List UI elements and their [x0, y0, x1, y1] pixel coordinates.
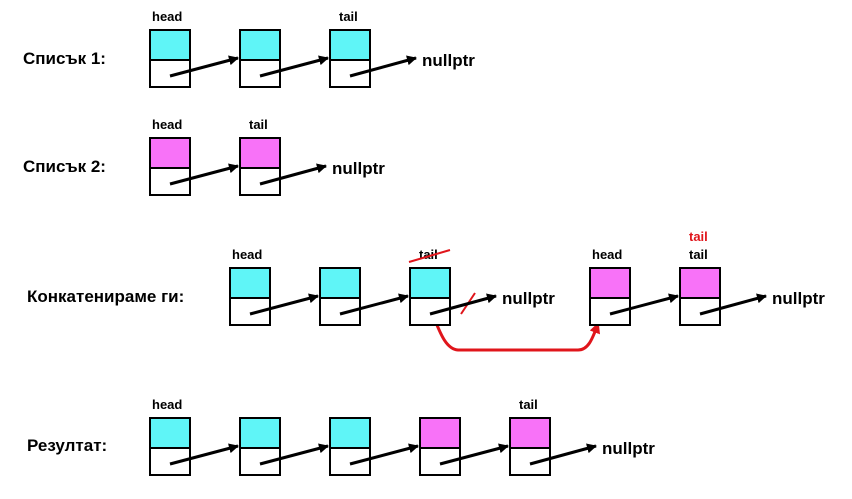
- tail-label-concat: tail: [689, 247, 708, 262]
- row-label-list1: Списък 1:: [23, 49, 106, 68]
- tail-label-result: tail: [519, 397, 538, 412]
- link-arrow-list1-null: [349, 55, 417, 78]
- head-label-list1: head: [152, 9, 182, 24]
- tail-label-list2: tail: [249, 117, 268, 132]
- node-data-cell-concat-2: [409, 267, 451, 299]
- node-data-cell-list2-1: [239, 137, 281, 169]
- new-tail-label-concat: tail: [689, 229, 708, 244]
- links-layer: [169, 55, 767, 466]
- link-arrow-result-2: [349, 443, 419, 466]
- link-arrow-result-1: [259, 443, 329, 466]
- head-label-result: head: [152, 397, 182, 412]
- node-data-cell-result-0: [149, 417, 191, 449]
- node-data-cell-result-4: [509, 417, 551, 449]
- node-data-cell-concat-1: [319, 267, 361, 299]
- relink-arrow: [430, 312, 600, 352]
- nullptr-label-list1: nullptr: [422, 51, 475, 70]
- node-data-cell-list1-2: [329, 29, 371, 61]
- link-arrow-list2-0: [169, 163, 239, 186]
- link-arrow-concat-1: [339, 293, 409, 316]
- nullptr-label-result: nullptr: [602, 439, 655, 458]
- nullptr-label-list2: nullptr: [332, 159, 385, 178]
- link-arrow-list1-0: [169, 55, 239, 78]
- node-data-cell-concat-0: [229, 267, 271, 299]
- link-arrow-result-null: [529, 443, 597, 466]
- link-arrow-concat-old-null: [429, 293, 497, 316]
- head-label-list2: head: [152, 117, 182, 132]
- nullptr-label-concat-list2: nullptr: [772, 289, 825, 308]
- row-label-list2: Списък 2:: [23, 157, 106, 176]
- nullptr-label-concat-list1: nullptr: [502, 289, 555, 308]
- node-data-cell-list1-0: [149, 29, 191, 61]
- node-data-cell-list2-0: [149, 137, 191, 169]
- link-arrow-list2-null: [259, 163, 327, 186]
- tail-strikethrough: [408, 249, 451, 263]
- link-arrow-concat-0: [249, 293, 319, 316]
- node-next-cell-result-0: [149, 447, 191, 476]
- head-label-concat-list2: head: [592, 247, 622, 262]
- link-arrow-list1-1: [259, 55, 329, 78]
- node-data-cell-concat-4: [679, 267, 721, 299]
- link-arrow-concat-3: [609, 293, 679, 316]
- node-next-cell-concat-1: [319, 297, 361, 326]
- link-arrow-concat-null: [699, 293, 767, 316]
- node-next-cell-concat-4: [679, 297, 721, 326]
- link-arrow-result-3: [439, 443, 509, 466]
- node-data-cell-result-2: [329, 417, 371, 449]
- row-label-concat: Конкатенираме ги:: [27, 287, 184, 306]
- node-data-cell-result-1: [239, 417, 281, 449]
- node-data-cell-concat-3: [589, 267, 631, 299]
- node-data-cell-result-3: [419, 417, 461, 449]
- head-label-concat-list1: head: [232, 247, 262, 262]
- link-arrow-result-0: [169, 443, 239, 466]
- node-next-cell-list1-2: [329, 59, 371, 88]
- row-label-result: Резултат:: [27, 436, 107, 455]
- node-data-cell-list1-1: [239, 29, 281, 61]
- tail-label-list1: tail: [339, 9, 358, 24]
